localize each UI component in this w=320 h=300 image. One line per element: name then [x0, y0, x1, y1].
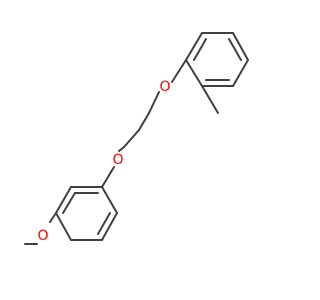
atom-labels: O O O	[37, 79, 170, 244]
oxygen-label-middle: O	[112, 152, 123, 168]
bond-ring1-f	[185, 59, 203, 87]
bond-c3-o2	[118, 146, 125, 152]
bond-o2-ring2	[101, 166, 115, 188]
bond-o1-c1	[148, 91, 160, 114]
bond-ring2-o3	[49, 212, 57, 223]
bond-ring2-inner-1	[97, 212, 111, 235]
bond-methyl	[201, 85, 219, 114]
bond-ring1-inner-1	[193, 38, 207, 61]
oxygen-label-methoxy: O	[37, 228, 48, 244]
bond-ring2-inner-2	[62, 192, 76, 214]
bonds	[24, 32, 249, 245]
bond-c2-c3	[123, 129, 140, 148]
bond-ring1-c	[232, 32, 249, 61]
bond-ring2-e	[55, 186, 72, 214]
bond-ring1-a	[185, 32, 203, 61]
molecule-structure: O O O	[24, 32, 249, 245]
bond-ring1-d	[232, 59, 249, 87]
bond-ring2-b	[101, 212, 118, 241]
bond-ring1-inner-2	[228, 38, 242, 61]
bond-ring2-a	[101, 186, 118, 214]
oxygen-label-upper: O	[159, 79, 170, 95]
bond-ring1-o1	[171, 59, 187, 83]
bond-ring2-d	[55, 212, 72, 241]
bond-c1-c2	[138, 112, 150, 131]
